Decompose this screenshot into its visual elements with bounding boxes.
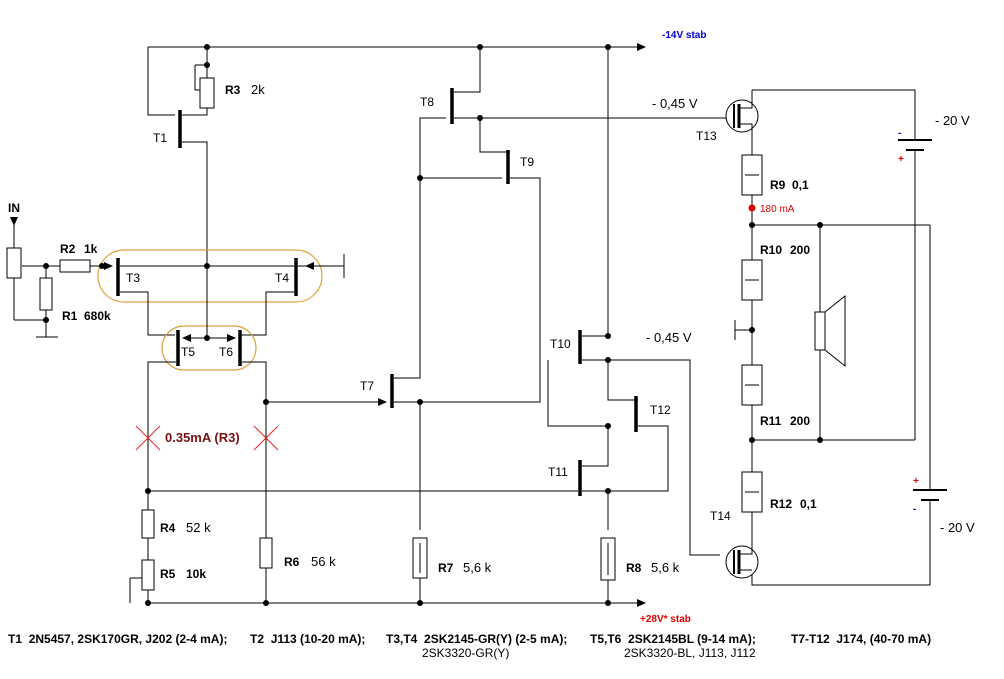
r7-value: 5,6 k: [463, 560, 492, 575]
r1-value: 680k: [84, 309, 111, 323]
r1-ref: R1: [62, 309, 78, 323]
r9-value: 0,1: [792, 178, 809, 192]
t3-t4-pair-outline: [97, 249, 323, 303]
lower-left-wiring: [129, 398, 578, 603]
current-note: 180 mA: [760, 204, 795, 215]
t13-mosfet: [725, 90, 759, 133]
t6-label: T6: [219, 345, 233, 359]
r11-value: 200: [790, 414, 810, 428]
bom-item-t1: T1 2N5457, 2SK170GR, J202 (2-4 mA);: [8, 632, 228, 646]
t3-t4-wiring: [120, 254, 345, 336]
r7-ref: R7: [438, 561, 454, 575]
r10-value: 200: [790, 243, 810, 257]
t12-label: T12: [650, 403, 671, 417]
bias-crosses: [135, 425, 279, 451]
r12-ref: R12: [770, 497, 792, 511]
t9-label: T9: [520, 155, 534, 169]
r2-ref: R2: [60, 242, 76, 256]
t1-r3-wiring: [147, 47, 208, 266]
battery-upper: [898, 139, 932, 151]
r10-ref: R10: [760, 243, 782, 257]
bias-note: 0.35mA (R3): [165, 430, 240, 445]
battery-lower: [913, 489, 947, 501]
input-label: IN: [8, 201, 20, 215]
schematic-diagram: -14V stab +28V* stab T1 R3 2k IN R2 1k R…: [6, 30, 975, 625]
rail-bottom-label: +28V* stab: [640, 614, 691, 625]
r2-resistor: [59, 259, 91, 273]
r3-ref: R3: [225, 83, 241, 97]
input-pot: [6, 247, 22, 279]
t14-mosfet: [725, 545, 759, 579]
bom-item-t7-t12: T7-T12 J174, (40-70 mA): [791, 632, 932, 646]
r4-resistor: [141, 509, 155, 539]
r5-resistor: [141, 559, 155, 591]
output-wiring: [734, 89, 931, 586]
junction-dots: [43, 44, 823, 606]
battery-lower-plus: +: [913, 476, 919, 487]
t4-label: T4: [275, 271, 289, 285]
battery-upper-plus: +: [898, 154, 904, 165]
t5-label: T5: [181, 345, 195, 359]
current-probe-dot: [748, 204, 756, 212]
r4-ref: R4: [160, 521, 176, 535]
battery-upper-minus: -: [898, 128, 901, 139]
r8-ref: R8: [626, 561, 642, 575]
r9-ref: R9: [770, 178, 786, 192]
bom-item-t3-t4-alt: 2SK3320-GR(Y): [422, 646, 510, 660]
battery-lower-minus: -: [913, 504, 916, 515]
r5-ref: R5: [160, 567, 176, 581]
r5-value: 10k: [186, 567, 206, 581]
r4-value: 52 k: [186, 520, 211, 535]
r3-resistor: [199, 77, 215, 109]
r12-value: 0,1: [800, 497, 817, 511]
r6-resistor: [259, 537, 273, 569]
rail-top-label: -14V stab: [662, 30, 706, 41]
t10-gate-voltage: - 0,45 V: [646, 330, 692, 345]
battery-upper-voltage: - 20 V: [935, 113, 970, 128]
r1-resistor: [39, 277, 53, 311]
r8-value: 5,6 k: [651, 560, 680, 575]
t10-t12-wiring: [547, 47, 720, 603]
t3-label: T3: [126, 271, 140, 285]
r11-ref: R11: [760, 414, 782, 428]
bom-item-t3-t4: T3,T4 2SK2145-GR(Y) (2-5 mA);: [386, 632, 568, 646]
t7-label: T7: [360, 379, 374, 393]
bom-item-t2: T2 J113 (10-20 mA);: [250, 632, 366, 646]
t5-t6-pair-outline: [161, 325, 257, 371]
r2-value: 1k: [84, 242, 98, 256]
r3-value: 2k: [251, 82, 265, 97]
t10-label: T10: [550, 337, 571, 351]
t8-label: T8: [420, 95, 434, 109]
t11-label: T11: [548, 465, 568, 479]
r6-ref: R6: [284, 555, 300, 569]
t13-label: T13: [696, 129, 717, 143]
t1-label: T1: [153, 131, 167, 145]
battery-lower-voltage: - 20 V: [940, 520, 975, 535]
bom-item-t5-t6: T5,T6 2SK2145BL (9-14 mA);: [590, 632, 756, 646]
t13-gate-voltage: - 0,45 V: [652, 96, 698, 111]
r6-value: 56 k: [311, 554, 336, 569]
speaker-icon: [814, 294, 846, 368]
bom-item-t5-t6-alt: 2SK3320-BL, J113, J112: [624, 646, 756, 660]
t14-label: T14: [710, 509, 731, 523]
